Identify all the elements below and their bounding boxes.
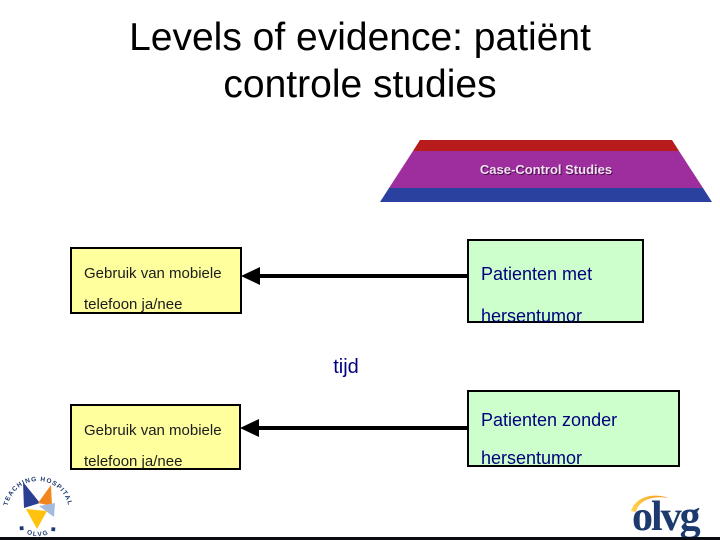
cases-box-line-2: hersentumor — [481, 306, 583, 326]
exposure-box-top-line-2: telefoon ja/nee — [84, 296, 183, 313]
olvg-swoosh-icon — [631, 495, 669, 512]
cases-box-line-1: Patienten met — [481, 264, 593, 284]
slide-title-line-2: controle studies — [223, 63, 497, 106]
pyramid-top-band — [413, 140, 679, 151]
bottom-divider-line — [0, 537, 720, 540]
controls-box-line-1: Patienten zonder — [481, 410, 618, 430]
pyramid-bottom-band — [380, 188, 712, 202]
cases-box: Patienten met hersentumor — [467, 239, 644, 326]
exposure-box-bottom-line-2: telefoon ja/nee — [84, 453, 183, 470]
badge-pinwheel-yellow-blade — [26, 509, 47, 529]
badge-pinwheel-lightblue-blade — [39, 503, 55, 517]
olvg-wordmark-text: olvg — [632, 494, 701, 540]
teaching-hospital-badge-logo: TEACHING HOSPITAL ◆ OLVG ◆ — [3, 476, 73, 538]
controls-box: Patienten zonder hersentumor — [467, 390, 680, 468]
olvg-logo: olvg — [631, 494, 703, 540]
pyramid-middle-band — [389, 151, 703, 188]
exposure-box-bottom: Gebruik van mobiele telefoon ja/nee — [70, 404, 241, 470]
slide-title-line-1: Levels of evidence: patiënt — [129, 16, 591, 59]
exposure-box-top-line-1: Gebruik van mobiele — [84, 265, 222, 282]
exposure-box-top: Gebruik van mobiele telefoon ja/nee — [70, 247, 242, 314]
slide-title: Levels of evidence: patiënt controle stu… — [0, 14, 720, 108]
time-label: tijd — [333, 356, 359, 378]
evidence-pyramid-slice-image: Case-Control Studies Case-Control Studie… — [380, 140, 712, 202]
controls-box-line-2: hersentumor — [481, 448, 583, 468]
arrowhead-left-icon — [240, 419, 259, 437]
pyramid-label-shadow: Case-Control Studies — [481, 163, 613, 178]
pyramid-label: Case-Control Studies — [480, 162, 612, 177]
arrow-cases-to-exposure — [241, 267, 467, 285]
badge-pinwheel-navy-blade — [23, 482, 40, 508]
badge-pinwheel-orange-blade — [38, 485, 52, 506]
arrow-controls-to-exposure — [240, 419, 467, 437]
arrowhead-left-icon — [241, 267, 260, 285]
exposure-box-bottom-line-1: Gebruik van mobiele — [84, 422, 222, 439]
